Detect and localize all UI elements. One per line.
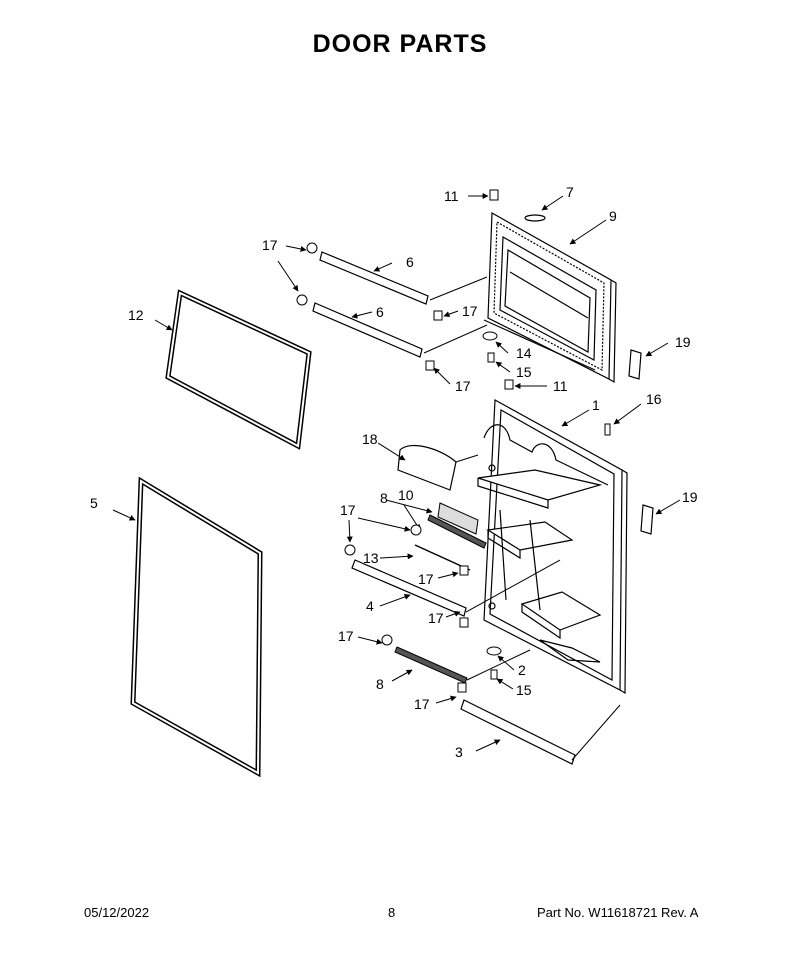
freezer-door-bar-lower (312, 302, 423, 358)
page-title: DOOR PARTS (312, 30, 488, 58)
hinge-pin-icon (410, 524, 422, 536)
callout-labels: 11 7 9 17 6 6 12 17 14 15 19 17 11 1 16 … (90, 184, 698, 760)
footer-part-number: Part No. W11618721 Rev. A (537, 905, 699, 920)
footer-date: 05/12/2022 (84, 905, 150, 920)
hinge-pin-icon (306, 242, 318, 254)
callout-19: 19 (675, 334, 691, 350)
hinge-pin-icon (381, 634, 393, 646)
callout-11: 11 (553, 378, 568, 394)
callout-1: 1 (592, 397, 600, 413)
door-bin-trim-lower (394, 646, 468, 684)
freezer-door-bar-upper (319, 251, 429, 305)
fresh-food-door (477, 399, 628, 695)
fasteners (296, 189, 611, 693)
bottom-door-bar (460, 699, 576, 765)
callout-17: 17 (455, 378, 471, 394)
callout-17: 17 (418, 571, 434, 587)
callout-3: 3 (455, 744, 463, 760)
callout-8: 8 (376, 676, 384, 692)
callout-18: 18 (362, 431, 378, 447)
callout-19: 19 (682, 489, 698, 505)
callout-11: 11 (444, 188, 459, 204)
callout-15: 15 (516, 682, 532, 698)
callout-10: 10 (398, 487, 414, 503)
hinge-pin-icon (296, 294, 308, 306)
clip-icon (457, 682, 467, 693)
callout-7: 7 (566, 184, 574, 200)
door-handle-fresh-food (640, 504, 654, 535)
callout-9: 9 (609, 208, 617, 224)
clip-icon (459, 565, 469, 576)
callout-6: 6 (406, 254, 414, 270)
callout-17: 17 (428, 610, 444, 626)
clip-icon (433, 310, 443, 321)
fresh-food-door-bar (351, 559, 467, 617)
hinge-washer-icon (482, 331, 498, 341)
callout-6: 6 (376, 304, 384, 320)
clip-icon (425, 360, 435, 371)
bolt-icon (490, 669, 498, 680)
hinge-pin-icon (344, 544, 356, 556)
callout-17: 17 (414, 696, 430, 712)
callout-13: 13 (363, 550, 379, 566)
callout-2: 2 (518, 662, 526, 678)
screw-icon (604, 423, 611, 436)
callout-17: 17 (262, 237, 278, 253)
leader-arrows (112, 193, 681, 752)
door-bin-trim-upper (427, 514, 487, 549)
fresh-food-door-gasket (130, 476, 263, 778)
freezer-door (483, 211, 617, 384)
callout-4: 4 (366, 598, 374, 614)
callout-14: 14 (516, 345, 532, 361)
screw-icon (489, 189, 499, 201)
callout-8: 8 (380, 490, 388, 506)
callout-15: 15 (516, 364, 532, 380)
hinge-washer-icon (486, 646, 502, 656)
clip-icon (459, 617, 469, 628)
door-label-plate (437, 502, 479, 535)
freezer-door-gasket (165, 289, 312, 450)
callout-5: 5 (90, 495, 98, 511)
connector-lines (423, 276, 621, 761)
footer-page-number: 8 (388, 905, 396, 920)
screw-icon (504, 379, 514, 390)
callout-17: 17 (340, 502, 356, 518)
callout-12: 12 (128, 307, 144, 323)
callout-17: 17 (462, 303, 478, 319)
bolt-icon (487, 352, 495, 363)
hinge-cap (524, 214, 546, 222)
callout-16: 16 (646, 391, 662, 407)
door-handle-freezer (628, 349, 642, 380)
callout-17: 17 (338, 628, 354, 644)
dairy-door (397, 444, 457, 491)
